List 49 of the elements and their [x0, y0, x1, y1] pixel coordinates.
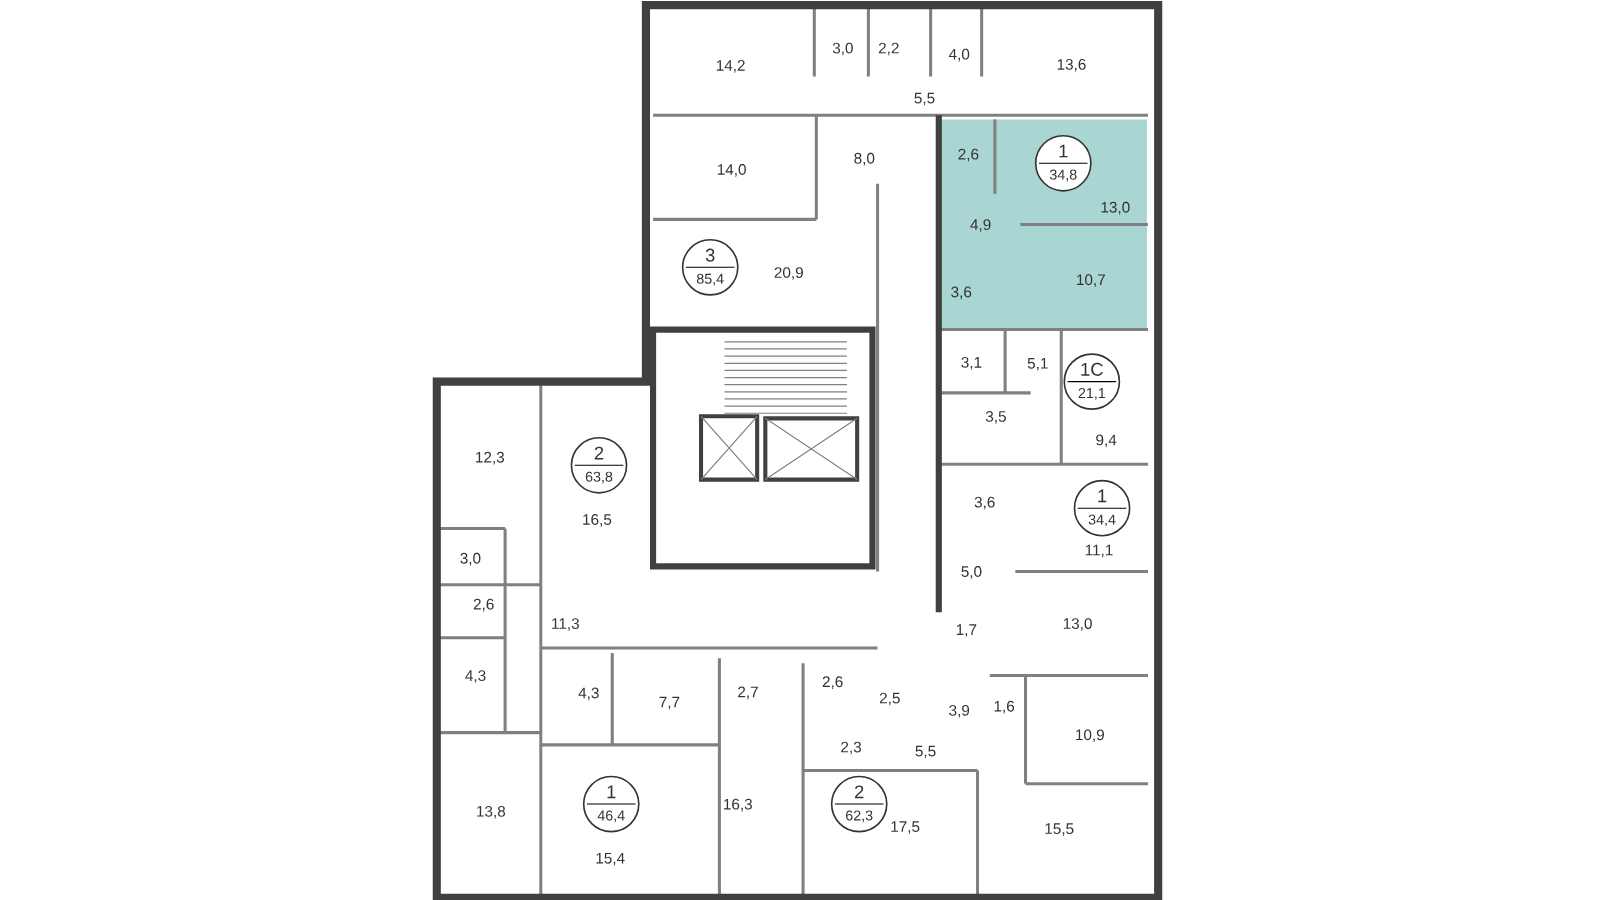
room-area-label: 5,0 — [961, 566, 982, 579]
room-area-label: 13,6 — [1057, 59, 1086, 72]
apartment-badge: 2 63,8 — [570, 436, 628, 494]
room-area-label: 9,4 — [1096, 434, 1117, 448]
room-area-label: 11,3 — [552, 618, 579, 631]
room-area-label: 2,6 — [822, 676, 843, 689]
apartment-badge: 1С 21,1 — [1063, 353, 1121, 410]
apartment-badge: 1 34,4 — [1073, 479, 1131, 537]
room-area-label: 16,5 — [583, 514, 612, 527]
room-area-label: 4,3 — [465, 670, 486, 683]
room-area-label: 12,3 — [476, 451, 505, 465]
apartment-badge: 1 34,8 — [1034, 134, 1092, 192]
room-area-label: 3,5 — [985, 411, 1006, 424]
room-area-label: 3,6 — [974, 496, 995, 510]
room-area-label: 3,0 — [460, 552, 481, 566]
room-area-label: 13,0 — [1063, 618, 1092, 631]
room-area-label: 3,9 — [949, 704, 970, 718]
room-area-label: 5,1 — [1027, 358, 1048, 371]
room-area-label: 1,6 — [994, 700, 1015, 714]
room-area-label: 4,0 — [948, 48, 970, 62]
room-area-label: 2,5 — [879, 692, 900, 706]
room-area-label: 5,5 — [914, 92, 935, 106]
room-area-label: 8,0 — [854, 152, 875, 166]
room-area-label: 3,6 — [951, 286, 972, 300]
room-area-label: 13,0 — [1101, 201, 1130, 215]
room-area-label: 2,7 — [738, 686, 758, 700]
room-area-label: 3,1 — [961, 356, 982, 370]
room-area-label: 10,9 — [1076, 729, 1104, 743]
room-area-label: 16,3 — [724, 798, 752, 812]
apartment-badge: 3 85,4 — [681, 238, 739, 296]
apartment-badge: 1 46,4 — [582, 775, 640, 833]
room-area-label: 4,9 — [970, 219, 991, 232]
room-area-label: 2,2 — [878, 42, 899, 56]
room-area-label: 3,0 — [832, 42, 853, 56]
room-area-label: 14,0 — [717, 164, 746, 177]
apartment-badge: 2 62,3 — [830, 775, 888, 833]
room-area-label: 20,9 — [774, 267, 803, 280]
room-area-label: 2,6 — [958, 148, 979, 162]
room-area-label: 10,7 — [1077, 274, 1105, 287]
room-area-label: 15,5 — [1045, 823, 1074, 836]
room-area-label: 15,4 — [596, 852, 625, 866]
room-area-label: 2,6 — [473, 598, 494, 612]
room-area-label: 13,8 — [477, 805, 506, 819]
room-area-label: 7,7 — [659, 696, 680, 710]
room-area-label: 2,3 — [841, 741, 861, 755]
room-area-label: 4,3 — [578, 687, 599, 701]
room-area-label: 14,2 — [716, 60, 745, 73]
room-area-label: 5,5 — [915, 745, 936, 759]
room-area-label: 1,7 — [956, 624, 977, 637]
